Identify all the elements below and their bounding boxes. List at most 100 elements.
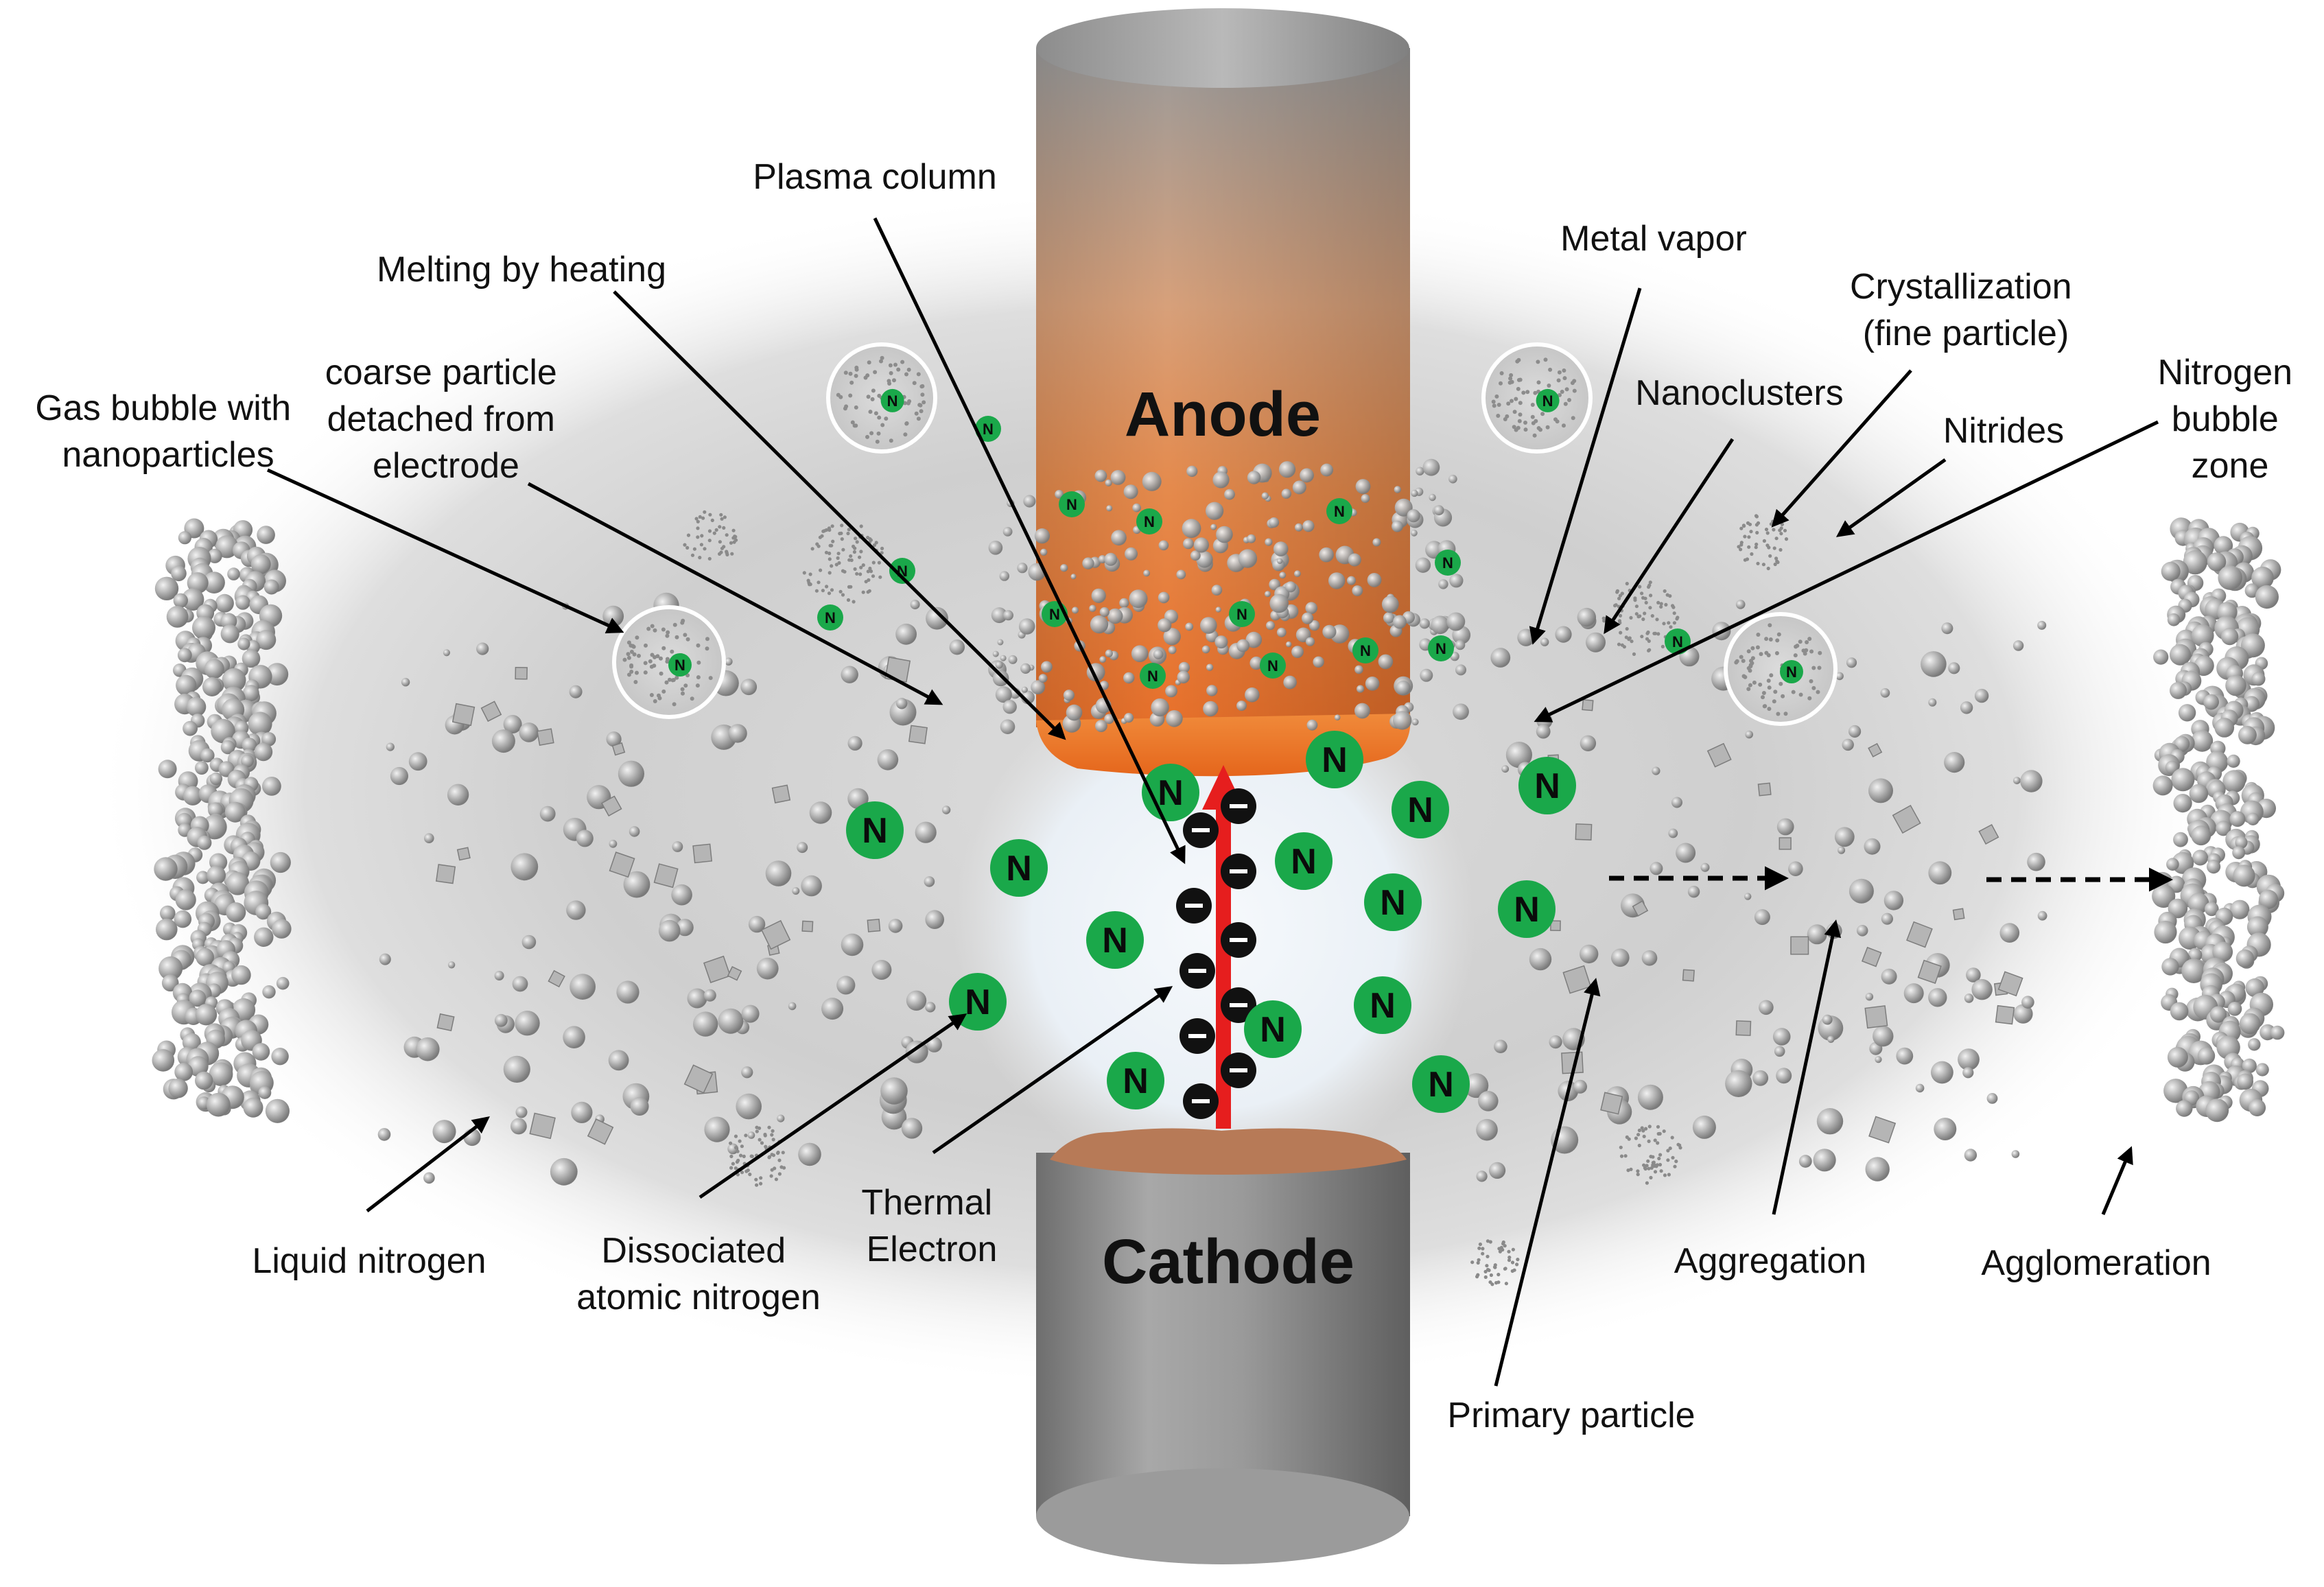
primary-particle (550, 1157, 578, 1186)
electron-icon (1179, 953, 1215, 989)
nitride-crystal (1861, 946, 1882, 967)
primary-particle (797, 842, 808, 854)
electron-icon (1221, 788, 1256, 824)
nitride-crystal (1575, 823, 1593, 840)
nitride-crystal (1906, 921, 1933, 948)
primary-particle (1774, 1046, 1785, 1057)
nitride-crystal (1892, 805, 1921, 834)
svg-text:N: N (1158, 773, 1184, 813)
primary-particle (847, 788, 869, 810)
primary-particle (1881, 968, 1897, 985)
primary-particle (1611, 948, 1630, 967)
primary-particle (494, 1013, 508, 1027)
primary-particle (1999, 923, 2020, 943)
electron-group (1176, 788, 1256, 1119)
primary-particle (1962, 1067, 1974, 1079)
primary-particle (926, 1037, 942, 1053)
svg-text:N: N (1267, 657, 1278, 674)
primary-particle (1986, 1093, 1998, 1104)
svg-text:N: N (1006, 849, 1032, 889)
primary-particle (416, 1037, 440, 1061)
primary-particle (1868, 778, 1893, 803)
svg-text:N: N (1534, 766, 1560, 806)
primary-particle (1476, 1171, 1488, 1182)
nitrogen-atom-icon: N (1140, 663, 1166, 689)
primary-particle (512, 976, 528, 992)
nanocluster (1470, 1239, 1520, 1286)
primary-particle (609, 839, 618, 848)
agglomerate-columns (152, 517, 2285, 1123)
label-crystallization: Crystallization (fine particle) (1850, 267, 2082, 353)
primary-particle (519, 722, 539, 742)
primary-particle (703, 989, 716, 1002)
cathode-label: Cathode (1102, 1227, 1354, 1297)
primary-particle (1856, 925, 1868, 937)
primary-particle (447, 784, 469, 806)
nitrogen-atom-icon: N (1275, 832, 1333, 890)
nitride-crystal (601, 795, 622, 817)
primary-particle (905, 1040, 928, 1063)
arrow-thermal-electron (932, 986, 1173, 1155)
primary-particle (623, 871, 650, 898)
svg-text:N: N (1102, 921, 1128, 961)
primary-particle (809, 801, 832, 824)
svg-text:N: N (1334, 503, 1345, 520)
primary-particle (718, 1008, 744, 1034)
label-nanoclusters: Nanoclusters (1635, 373, 1843, 413)
primary-particle (515, 1011, 540, 1036)
nitrogen-atom-icon: N (1136, 508, 1162, 534)
primary-particle (1807, 924, 1827, 945)
primary-particle (1944, 752, 1965, 773)
primary-particle (1752, 1070, 1769, 1086)
primary-particle (1971, 979, 1993, 1000)
nitrogen-atom-icon: N (1435, 550, 1461, 576)
nitride-crystal (1706, 742, 1732, 768)
primary-particle (1759, 1000, 1774, 1015)
nitride-crystal (1952, 908, 1965, 921)
nitrogen-atom-icon: N (990, 839, 1048, 897)
agglomerate-column (152, 518, 292, 1123)
agglomerate-column (2151, 517, 2285, 1122)
nitrogen-atom-icon: N (1260, 653, 1286, 679)
nitride-crystal (435, 864, 456, 884)
arrow-dissociated-nitrogen (699, 1013, 967, 1199)
primary-particle (1834, 827, 1855, 847)
primary-particle (423, 1172, 435, 1184)
primary-particle (1650, 862, 1663, 875)
primary-particle (1577, 607, 1596, 627)
primary-particle (1735, 600, 1746, 609)
primary-particle (1529, 948, 1552, 971)
anode-electrode (1036, 8, 1411, 777)
label-plasma-column: Plasma column (753, 157, 996, 197)
gas-bubbles: N N N N (612, 342, 1838, 726)
nitride-crystal (683, 1064, 714, 1094)
svg-text:N: N (1291, 842, 1317, 882)
primary-particle (792, 887, 800, 895)
primary-particle (390, 766, 409, 786)
primary-particle (1549, 1035, 1562, 1049)
primary-particle (1490, 648, 1511, 668)
nitride-crystal (867, 918, 881, 932)
label-dissociated: Dissociated atomic nitrogen (576, 1231, 821, 1317)
svg-text:N: N (1260, 1010, 1286, 1050)
nitrogen-atom-icon: N (1326, 498, 1352, 524)
arrow-melting (613, 290, 1066, 740)
primary-particle (432, 1120, 456, 1144)
primary-particle (1934, 1118, 1957, 1140)
primary-particle (1478, 1091, 1499, 1112)
primary-particle (1822, 1014, 1833, 1025)
electron-icon (1183, 1083, 1219, 1119)
primary-particle (1931, 1061, 1953, 1084)
primary-particle (1848, 878, 1874, 904)
svg-text:N: N (1542, 392, 1553, 410)
primary-particle (576, 830, 594, 847)
primary-particle (494, 971, 504, 980)
primary-particle (841, 666, 858, 683)
arrow-metal-vapor (1529, 287, 1642, 645)
arrow-nitrogen-bubble-zone (1534, 420, 2159, 722)
primary-particle (740, 679, 758, 696)
nitride-crystal (703, 955, 731, 983)
primary-particle (1687, 886, 1700, 898)
svg-text:N: N (965, 983, 991, 1022)
